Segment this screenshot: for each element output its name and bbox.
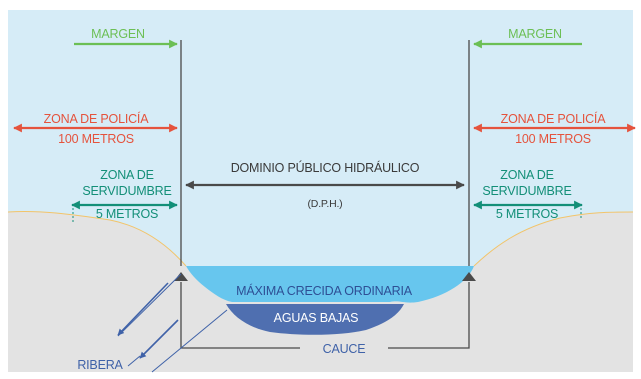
servidumbre-right-distance: 5 METROS — [495, 207, 559, 221]
servidumbre-right-title: ZONA DE — [500, 168, 554, 182]
bank-outline-right — [473, 211, 634, 267]
policia-left-title: ZONA DE POLICÍA — [43, 112, 149, 126]
low-water-label: AGUAS BAJAS — [273, 311, 359, 325]
servidumbre-left-distance: 5 METROS — [95, 207, 159, 221]
servidumbre-left-title: ZONA DE — [100, 168, 154, 182]
policia-right-title: ZONA DE POLICÍA — [500, 112, 606, 126]
ribera-guide-upper — [117, 273, 182, 337]
servidumbre-left-subtitle: SERVIDUMBRE — [82, 184, 172, 198]
flood-water — [186, 266, 474, 303]
margin-right-label: MARGEN — [508, 27, 562, 41]
margin-left-label: MARGEN — [91, 27, 145, 41]
cauce-label: CAUCE — [322, 342, 366, 356]
cauce-bracket-right — [388, 282, 470, 349]
ribera-link — [127, 355, 141, 367]
cauce-left-tip — [174, 272, 188, 281]
ribera-arrow-up — [117, 282, 169, 336]
bank-outline — [7, 210, 187, 267]
dph-abbreviation: (D.P.H.) — [307, 198, 343, 210]
policia-left-distance: 100 METROS — [58, 132, 134, 146]
dph-label: DOMINIO PÚBLICO HIDRÁULICO — [230, 161, 420, 175]
low-water — [226, 304, 404, 335]
policia-right-distance: 100 METROS — [515, 132, 591, 146]
cauce-right-tip — [462, 272, 476, 281]
ribera-arrow-down — [139, 319, 179, 359]
servidumbre-right-subtitle: SERVIDUMBRE — [482, 184, 572, 198]
ribera-guide-lower — [151, 309, 228, 373]
ribera-label: RIBERA — [77, 358, 123, 372]
max-flood-label: MÁXIMA CRECIDA ORDINARIA — [236, 284, 412, 298]
